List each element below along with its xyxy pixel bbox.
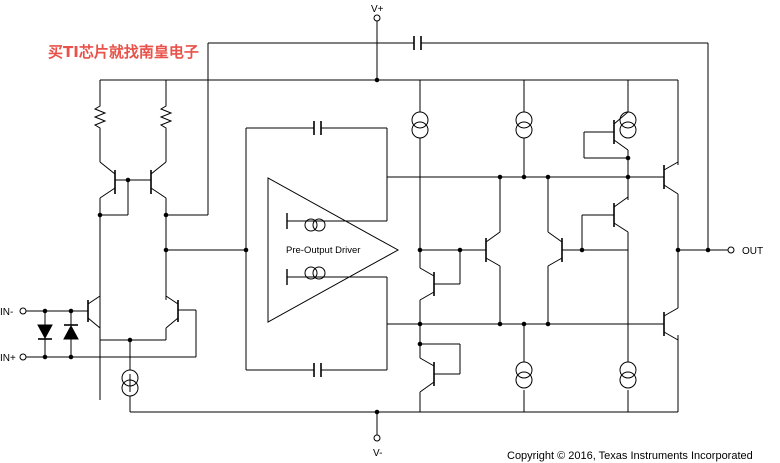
current-source-1 [411, 111, 429, 253]
out-label: OUT [742, 246, 763, 257]
clamp-diode-1 [37, 311, 53, 357]
vplus-pin [373, 14, 381, 80]
current-source-3 [515, 324, 533, 389]
mirror-transistor-top [583, 111, 631, 200]
transistor-q1 [97, 161, 129, 400]
vminus-label: V- [373, 448, 382, 459]
junction-dot [374, 77, 380, 83]
positive-rail [99, 79, 679, 165]
vminus-pin [373, 412, 381, 442]
driver-transistor-d [547, 177, 585, 324]
lower-bus [387, 321, 664, 327]
vplus-label: V+ [371, 4, 384, 15]
pre-output-driver [267, 177, 400, 324]
negative-rail [129, 335, 679, 413]
input-plus-pin [19, 310, 197, 361]
output-pin [675, 246, 735, 254]
in-minus-label: IN- [0, 307, 13, 318]
copyright-text: Copyright © 2016, Texas Instruments Inco… [507, 450, 753, 462]
current-source-4 [619, 250, 637, 389]
output-transistor-top [625, 161, 679, 250]
input-transistor-left [87, 295, 101, 340]
current-source-5 [619, 111, 637, 139]
load-resistor-right [159, 102, 173, 162]
clamp-diode-2 [63, 311, 79, 357]
current-source-2 [515, 111, 533, 177]
tail-connection [100, 337, 166, 370]
tail-current-source [121, 369, 139, 397]
driver-transistor-b [419, 250, 461, 324]
load-resistor-left [93, 102, 107, 162]
input-minus-pin [19, 307, 88, 315]
junction-dot [374, 409, 380, 415]
upper-bus [387, 174, 664, 180]
transistor-q2 [125, 161, 169, 300]
feedback-capacitor [166, 36, 709, 250]
watermark-text: 买TI芯片就找南皇电子 [48, 43, 199, 61]
driver-label: Pre-Output Driver [286, 245, 360, 256]
gain-node-wire [166, 121, 388, 377]
in-plus-label: IN+ [0, 353, 16, 364]
mirror-transistor-mid [582, 196, 629, 251]
input-transistor-right [165, 295, 196, 340]
driver-transistor-a [420, 177, 501, 324]
output-transistor-bottom [663, 250, 679, 341]
driver-transistor-c [417, 324, 461, 393]
